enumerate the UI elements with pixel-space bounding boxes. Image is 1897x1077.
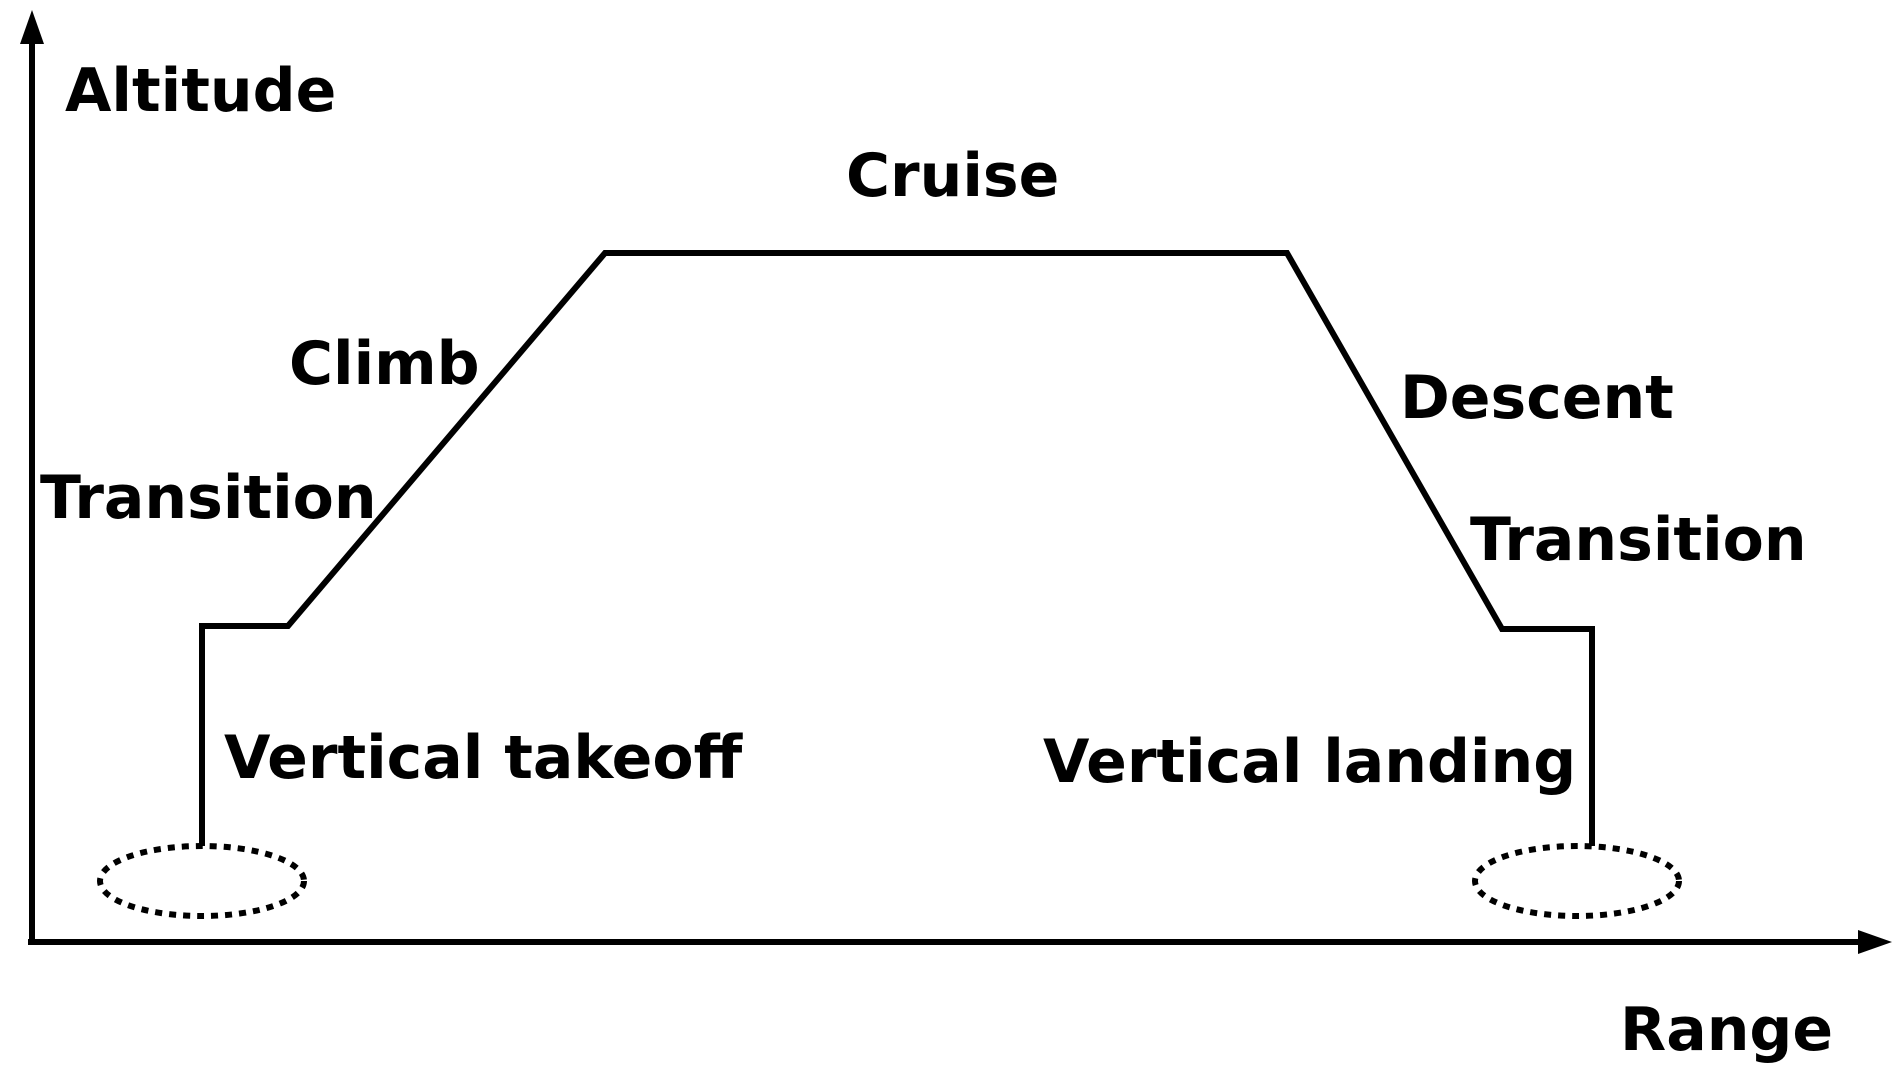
x-axis-arrowhead xyxy=(1858,930,1892,954)
y-axis-arrowhead xyxy=(20,10,44,44)
takeoff-pad-ellipse xyxy=(97,843,307,919)
landing-pad-ellipse xyxy=(1472,843,1682,919)
descent-label: Descent xyxy=(1400,363,1674,433)
vertical-takeoff-label: Vertical takeoff xyxy=(224,723,744,793)
transition-start-label: Transition xyxy=(40,463,377,533)
flight-profile-path xyxy=(199,250,1595,846)
cruise-label: Cruise xyxy=(846,141,1059,211)
axes xyxy=(28,30,1872,945)
y-axis-label: Altitude xyxy=(65,56,336,126)
x-axis-label: Range xyxy=(1620,995,1833,1065)
vertical-landing-label: Vertical landing xyxy=(1043,727,1576,797)
transition-end-label: Transition xyxy=(1470,505,1807,575)
climb-label: Climb xyxy=(289,329,480,399)
